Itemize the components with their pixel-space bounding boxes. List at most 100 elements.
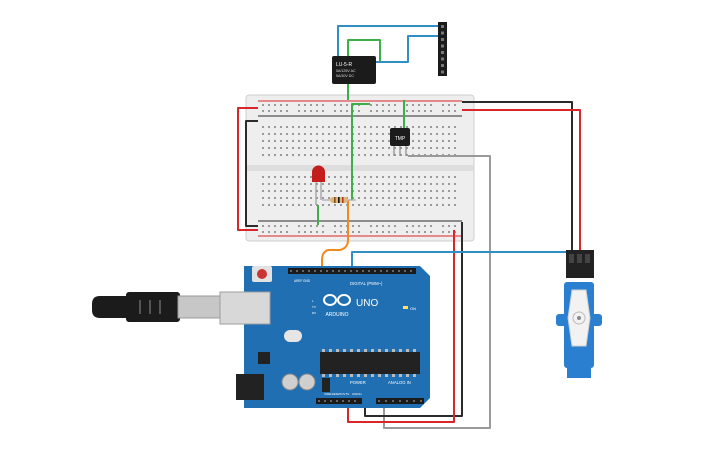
terminal-hole <box>322 190 324 192</box>
rx-label: RX <box>312 311 316 315</box>
terminal-hole <box>436 126 438 128</box>
rail-hole <box>406 110 408 112</box>
terminal-hole <box>454 183 456 185</box>
terminal-hole <box>406 176 408 178</box>
terminal-hole <box>442 140 444 142</box>
terminal-hole <box>262 126 264 128</box>
terminal-hole <box>262 204 264 206</box>
rail-hole <box>430 110 432 112</box>
terminal-hole <box>454 140 456 142</box>
terminal-hole <box>334 183 336 185</box>
analog-pin-hole <box>378 400 380 402</box>
terminal-hole <box>280 183 282 185</box>
header-pin-hole <box>441 70 444 74</box>
terminal-hole <box>322 147 324 149</box>
terminal-hole <box>334 147 336 149</box>
digital-pin-hole <box>314 270 316 272</box>
digital-pin-hole <box>332 270 334 272</box>
chip-pin <box>343 349 346 352</box>
rail-hole <box>388 225 390 227</box>
terminal-hole <box>280 190 282 192</box>
reset-button[interactable] <box>257 269 267 279</box>
chip-pin <box>385 349 388 352</box>
terminal-hole <box>364 183 366 185</box>
chip-pin <box>350 349 353 352</box>
arduino-uno[interactable]: ARDUINO UNO ON DIGITAL (PWM~) AREF GND P… <box>219 266 430 408</box>
rail-hole <box>358 110 360 112</box>
terminal-hole <box>316 126 318 128</box>
terminal-hole <box>454 147 456 149</box>
terminal-hole <box>292 176 294 178</box>
terminal-hole <box>268 176 270 178</box>
digital-pin-hole <box>344 270 346 272</box>
terminal-hole <box>370 183 372 185</box>
rail-hole <box>316 104 318 106</box>
terminal-hole <box>262 140 264 142</box>
terminal-hole <box>292 183 294 185</box>
digital-pin-hole <box>380 270 382 272</box>
rail-hole <box>424 225 426 227</box>
terminal-hole <box>442 197 444 199</box>
terminal-hole <box>322 183 324 185</box>
terminal-hole <box>268 197 270 199</box>
rail-hole <box>298 104 300 106</box>
terminal-hole <box>358 154 360 156</box>
rail-hole <box>442 110 444 112</box>
pin-header[interactable] <box>438 22 447 76</box>
terminal-hole <box>418 183 420 185</box>
terminal-hole <box>268 147 270 149</box>
terminal-hole <box>328 183 330 185</box>
terminal-hole <box>430 140 432 142</box>
terminal-hole <box>310 204 312 206</box>
terminal-hole <box>412 197 414 199</box>
terminal-hole <box>292 154 294 156</box>
terminal-hole <box>400 197 402 199</box>
temperature-sensor[interactable]: TMP <box>390 128 410 156</box>
digital-pin-hole <box>362 270 364 272</box>
tx-label: TX <box>312 305 316 309</box>
chip-pin <box>406 349 409 352</box>
terminal-hole <box>406 190 408 192</box>
terminal-hole <box>298 126 300 128</box>
analog-pin-hole <box>420 400 422 402</box>
terminal-hole <box>406 126 408 128</box>
power-jack <box>236 374 264 400</box>
terminal-hole <box>286 133 288 135</box>
terminal-hole <box>268 183 270 185</box>
relay-module[interactable]: LU-5-R 5A/125V AC 5A/30V DC <box>332 56 376 84</box>
header-pin-hole <box>441 51 444 54</box>
terminal-hole <box>412 183 414 185</box>
terminal-hole <box>418 147 420 149</box>
resistor[interactable] <box>322 197 356 203</box>
relay-blue-wire-1 <box>337 25 440 60</box>
chip-pin <box>322 349 325 352</box>
terminal-hole <box>316 197 318 199</box>
servo-motor[interactable] <box>556 250 602 378</box>
terminal-hole <box>448 190 450 192</box>
rail-hole <box>448 231 450 233</box>
terminal-hole <box>328 154 330 156</box>
terminal-hole <box>274 176 276 178</box>
rail-hole <box>394 104 396 106</box>
rail-hole <box>316 231 318 233</box>
rail-hole <box>298 231 300 233</box>
power-header[interactable] <box>316 398 362 404</box>
chip-pin <box>413 374 416 377</box>
terminal-hole <box>424 183 426 185</box>
terminal-hole <box>316 183 318 185</box>
terminal-hole <box>412 147 414 149</box>
terminal-hole <box>376 176 378 178</box>
rail-hole <box>394 225 396 227</box>
terminal-hole <box>424 190 426 192</box>
terminal-hole <box>424 204 426 206</box>
rail-hole <box>346 104 348 106</box>
chip-pin <box>336 349 339 352</box>
v5-label: 5V <box>346 392 349 396</box>
terminal-hole <box>388 197 390 199</box>
terminal-hole <box>340 154 342 156</box>
digital-pin-hole <box>374 270 376 272</box>
led[interactable] <box>312 165 325 205</box>
terminal-hole <box>436 190 438 192</box>
sensor-body <box>390 128 410 146</box>
rail-hole <box>268 110 270 112</box>
